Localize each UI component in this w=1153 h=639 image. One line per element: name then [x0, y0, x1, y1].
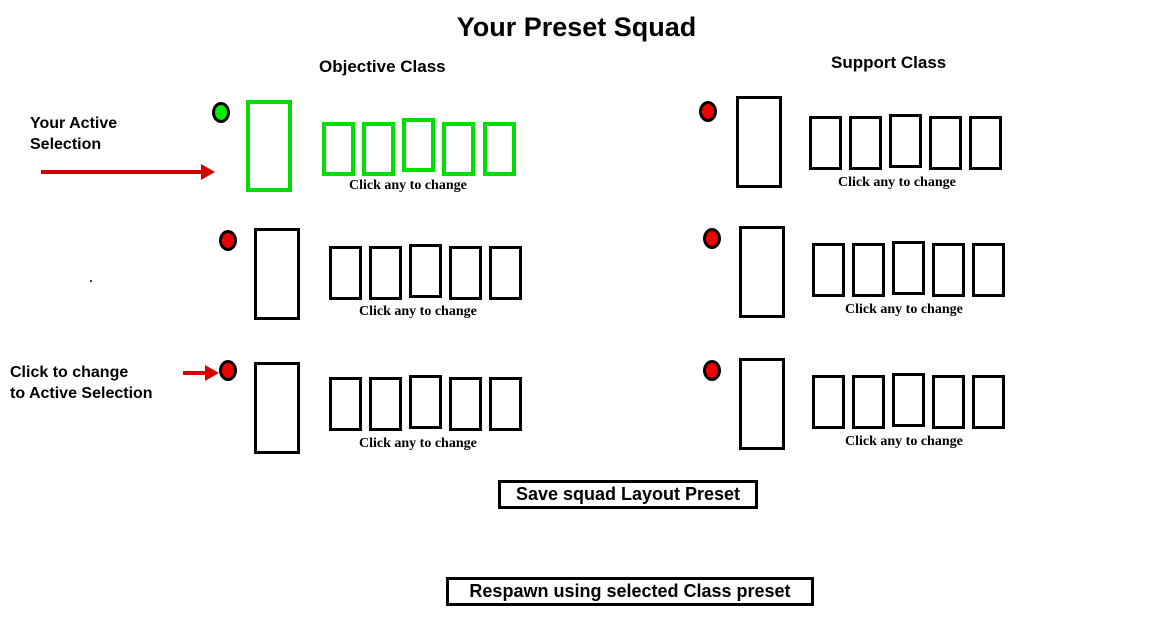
preset-primary-slot-support-1[interactable]: [736, 96, 782, 188]
image-artifact: [90, 280, 92, 282]
preset-slot-support-1-5[interactable]: [969, 116, 1002, 170]
preset-slot-support-1-2[interactable]: [849, 116, 882, 170]
preset-primary-slot-objective-2[interactable]: [254, 228, 300, 320]
caption-support-2: Click any to change: [845, 302, 963, 317]
preset-slot-support-3-5[interactable]: [972, 375, 1005, 429]
preset-primary-slot-objective-3[interactable]: [254, 362, 300, 454]
save-squad-layout-preset-button[interactable]: Save squad Layout Preset: [498, 480, 758, 509]
preset-status-dot-support-3[interactable]: [703, 360, 721, 381]
preset-slot-objective-2-1[interactable]: [329, 246, 362, 300]
caption-support-1: Click any to change: [838, 175, 956, 190]
caption-objective-1: Click any to change: [349, 178, 467, 193]
preset-slot-support-2-4[interactable]: [932, 243, 965, 297]
preset-slot-objective-1-5[interactable]: [483, 122, 516, 176]
preset-slot-objective-1-1[interactable]: [322, 122, 355, 176]
page-title: Your Preset Squad: [456, 12, 697, 42]
preset-slot-objective-3-1[interactable]: [329, 377, 362, 431]
preset-slot-objective-2-4[interactable]: [449, 246, 482, 300]
preset-primary-slot-support-3[interactable]: [739, 358, 785, 450]
arrow-shaft: [183, 371, 207, 375]
preset-status-dot-support-1[interactable]: [699, 101, 717, 122]
preset-status-dot-objective-2[interactable]: [219, 230, 237, 251]
preset-slot-objective-3-2[interactable]: [369, 377, 402, 431]
preset-slot-support-1-4[interactable]: [929, 116, 962, 170]
preset-slot-support-1-3[interactable]: [889, 114, 922, 168]
caption-objective-2: Click any to change: [359, 304, 477, 319]
arrow-head-icon: [201, 164, 215, 180]
column-heading-support: Support Class: [831, 53, 947, 72]
preset-slot-objective-3-4[interactable]: [449, 377, 482, 431]
preset-slot-support-2-1[interactable]: [812, 243, 845, 297]
preset-primary-slot-support-2[interactable]: [739, 226, 785, 318]
preset-slot-objective-1-2[interactable]: [362, 122, 395, 176]
preset-slot-support-2-3[interactable]: [892, 241, 925, 295]
preset-primary-slot-objective-1[interactable]: [246, 100, 292, 192]
preset-slot-objective-3-3[interactable]: [409, 375, 442, 429]
preset-status-dot-support-2[interactable]: [703, 228, 721, 249]
annotation-active-selection: Your Active Selection: [30, 115, 118, 153]
preset-slot-objective-3-5[interactable]: [489, 377, 522, 431]
preset-slot-support-3-4[interactable]: [932, 375, 965, 429]
preset-slot-objective-1-4[interactable]: [442, 122, 475, 176]
column-heading-objective: Objective Class: [319, 57, 446, 76]
preset-slot-support-2-5[interactable]: [972, 243, 1005, 297]
preset-slot-objective-2-5[interactable]: [489, 246, 522, 300]
preset-slot-objective-1-3[interactable]: [402, 118, 435, 172]
preset-status-dot-objective-3[interactable]: [219, 360, 237, 381]
respawn-using-selected-class-preset-button[interactable]: Respawn using selected Class preset: [446, 577, 814, 606]
arrow-shaft: [41, 170, 205, 174]
preset-slot-support-3-3[interactable]: [892, 373, 925, 427]
preset-status-dot-objective-1[interactable]: [212, 102, 230, 123]
preset-slot-support-2-2[interactable]: [852, 243, 885, 297]
annotation-click-to-change: Click to change to Active Selection: [10, 364, 153, 402]
caption-objective-3: Click any to change: [359, 436, 477, 451]
preset-slot-objective-2-2[interactable]: [369, 246, 402, 300]
preset-slot-objective-2-3[interactable]: [409, 244, 442, 298]
preset-slot-support-1-1[interactable]: [809, 116, 842, 170]
arrow-head-icon: [205, 365, 219, 381]
caption-support-3: Click any to change: [845, 434, 963, 449]
preset-slot-support-3-1[interactable]: [812, 375, 845, 429]
preset-slot-support-3-2[interactable]: [852, 375, 885, 429]
